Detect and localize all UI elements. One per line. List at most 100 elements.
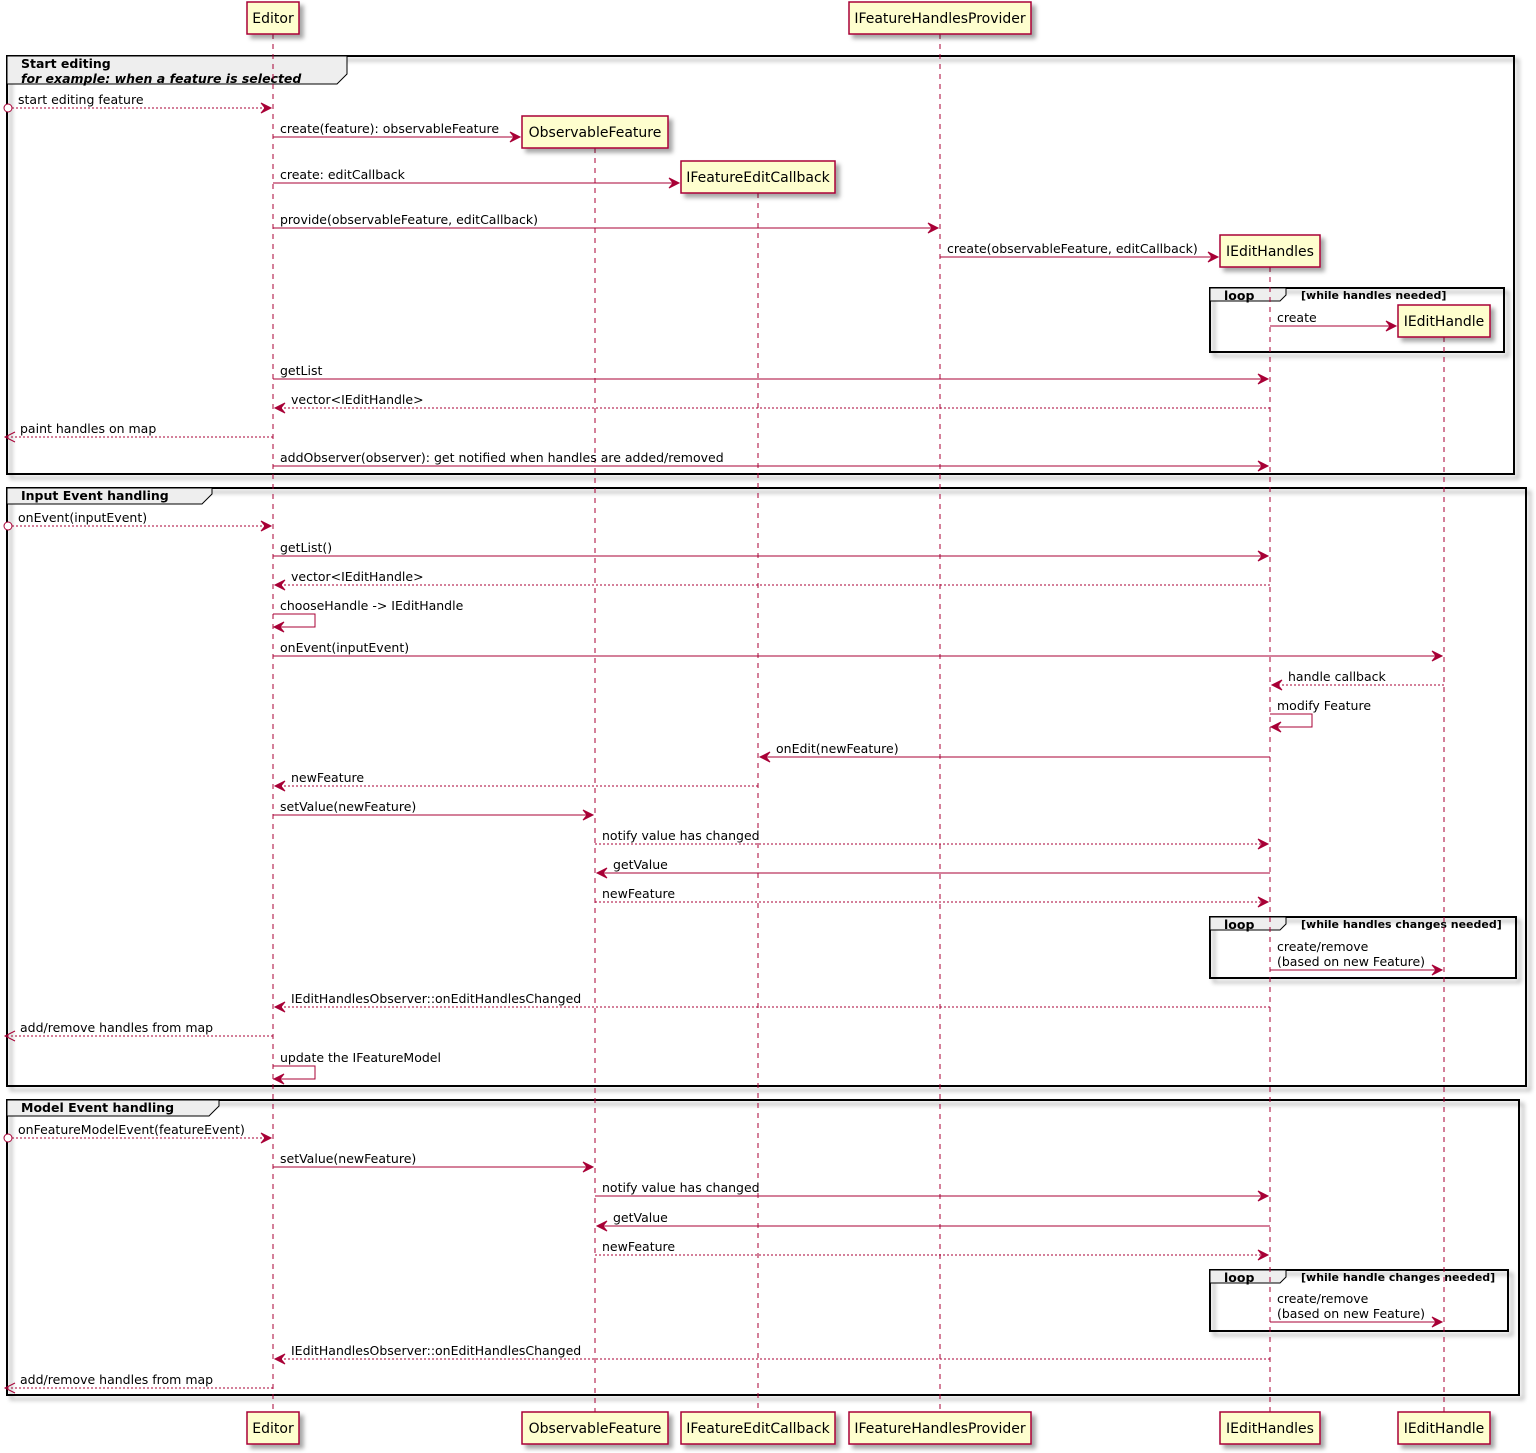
arrow-head bbox=[1257, 460, 1270, 472]
participant-label: ObservableFeature bbox=[529, 125, 662, 141]
arrow-head bbox=[1270, 679, 1283, 691]
arrow-head bbox=[273, 780, 286, 792]
loop-frame bbox=[1209, 916, 1517, 979]
message bbox=[1270, 713, 1313, 728]
found-circle-icon bbox=[3, 103, 13, 113]
participant-box bbox=[1397, 304, 1491, 338]
arrow-head bbox=[1257, 373, 1270, 385]
message-label: newFeature bbox=[291, 770, 364, 785]
participant-box bbox=[1219, 234, 1321, 268]
arrow-head bbox=[273, 1353, 286, 1365]
message bbox=[273, 613, 316, 628]
participant-label: ObservableFeature bbox=[529, 1421, 662, 1437]
participant-label: IEditHandle bbox=[1404, 1421, 1485, 1437]
message-label: newFeature bbox=[602, 886, 675, 901]
message-label-line2: (based on new Feature) bbox=[1277, 1306, 1425, 1321]
loop-condition: [while handles needed] bbox=[1301, 289, 1446, 302]
self-message-line bbox=[273, 613, 316, 628]
message-label: create/remove bbox=[1277, 1291, 1369, 1306]
arrow-head bbox=[1431, 650, 1444, 662]
participant-label: Editor bbox=[252, 1421, 294, 1437]
self-message-line bbox=[1270, 713, 1313, 728]
message-label: onEvent(inputEvent) bbox=[280, 640, 409, 655]
participant-box-bottom bbox=[848, 1411, 1032, 1445]
message-label: notify value has changed bbox=[602, 828, 760, 843]
participant-label: IEditHandles bbox=[1226, 1421, 1314, 1437]
message-label: getList() bbox=[280, 540, 332, 555]
loop-header bbox=[1209, 916, 1287, 931]
participant-label: Editor bbox=[252, 11, 294, 27]
loop-frame bbox=[1209, 287, 1505, 353]
loop-header bbox=[1209, 1269, 1287, 1284]
arrow-head bbox=[1257, 1249, 1270, 1261]
group-title: Input Event handling bbox=[21, 488, 169, 503]
found-circle-icon bbox=[3, 521, 13, 531]
participant-label: IEditHandles bbox=[1226, 244, 1314, 260]
message-label: create bbox=[1277, 310, 1317, 325]
message-label: getValue bbox=[613, 857, 668, 872]
participant-label: IEditHandle bbox=[1404, 314, 1485, 330]
arrow-head bbox=[260, 520, 273, 532]
message-label: onFeatureModelEvent(featureEvent) bbox=[18, 1122, 245, 1137]
participant-box bbox=[680, 160, 836, 194]
message-label: notify value has changed bbox=[602, 1180, 760, 1195]
message-label: IEditHandlesObserver::onEditHandlesChang… bbox=[291, 991, 581, 1006]
arrow-head bbox=[260, 102, 273, 114]
arrow-head bbox=[582, 1161, 595, 1173]
arrow-head bbox=[273, 579, 286, 591]
loop-header bbox=[1209, 287, 1287, 302]
message-label: create(feature): observableFeature bbox=[280, 121, 499, 136]
arrow-head bbox=[1257, 838, 1270, 850]
message-label: setValue(newFeature) bbox=[280, 799, 416, 814]
participant-box bbox=[848, 1, 1032, 35]
arrow-head bbox=[273, 1001, 286, 1013]
group-subtitle: for example: when a feature is selected bbox=[21, 71, 302, 86]
loop-condition: [while handle changes needed] bbox=[1301, 1271, 1495, 1284]
arrow-head bbox=[3, 1030, 16, 1042]
participant-label: IFeatureHandlesProvider bbox=[854, 1421, 1026, 1437]
loop-condition: [while handles changes needed] bbox=[1301, 918, 1502, 931]
arrow-head bbox=[758, 751, 771, 763]
group-header bbox=[6, 1099, 220, 1117]
arrow-head bbox=[595, 1220, 608, 1232]
loop-label: loop bbox=[1224, 288, 1254, 303]
arrow-head bbox=[509, 131, 522, 143]
message-label: add/remove handles from map bbox=[20, 1372, 213, 1387]
message-label: addObserver(observer): get notified when… bbox=[280, 450, 724, 465]
message-label-line2: (based on new Feature) bbox=[1277, 954, 1425, 969]
arrow-head bbox=[273, 402, 286, 414]
group-header bbox=[6, 55, 348, 85]
loop-frame bbox=[1209, 1269, 1509, 1332]
message-label: newFeature bbox=[602, 1239, 675, 1254]
message-label: create(observableFeature, editCallback) bbox=[947, 241, 1198, 256]
arrow-head bbox=[582, 809, 595, 821]
arrow-head bbox=[1257, 550, 1270, 562]
message-label: update the IFeatureModel bbox=[280, 1050, 441, 1065]
arrow-head bbox=[668, 177, 681, 189]
arrow-head bbox=[927, 222, 940, 234]
message-label: handle callback bbox=[1288, 669, 1387, 684]
arrow-head bbox=[272, 621, 285, 633]
arrow-head bbox=[1257, 896, 1270, 908]
message-label: onEvent(inputEvent) bbox=[18, 510, 147, 525]
arrow-head bbox=[260, 1132, 273, 1144]
message-label: chooseHandle -> IEditHandle bbox=[280, 598, 464, 613]
group-frame bbox=[6, 1099, 1520, 1396]
message-label: getValue bbox=[613, 1210, 668, 1225]
group-title: Start editing bbox=[21, 56, 111, 71]
message-label: IEditHandlesObserver::onEditHandlesChang… bbox=[291, 1343, 581, 1358]
participant-box-bottom bbox=[1397, 1411, 1491, 1445]
message bbox=[3, 1133, 271, 1143]
group-header bbox=[6, 487, 213, 505]
found-circle-icon bbox=[3, 1133, 13, 1143]
participant-box-bottom bbox=[246, 1411, 300, 1445]
arrow-head bbox=[3, 1382, 16, 1394]
arrow-head bbox=[1431, 1316, 1444, 1328]
group-frame bbox=[6, 55, 1515, 475]
arrow-head bbox=[1207, 251, 1220, 263]
message-label: paint handles on map bbox=[20, 421, 156, 436]
arrow-head bbox=[1431, 964, 1444, 976]
participant-label: IFeatureEditCallback bbox=[686, 1421, 830, 1437]
message-label: setValue(newFeature) bbox=[280, 1151, 416, 1166]
